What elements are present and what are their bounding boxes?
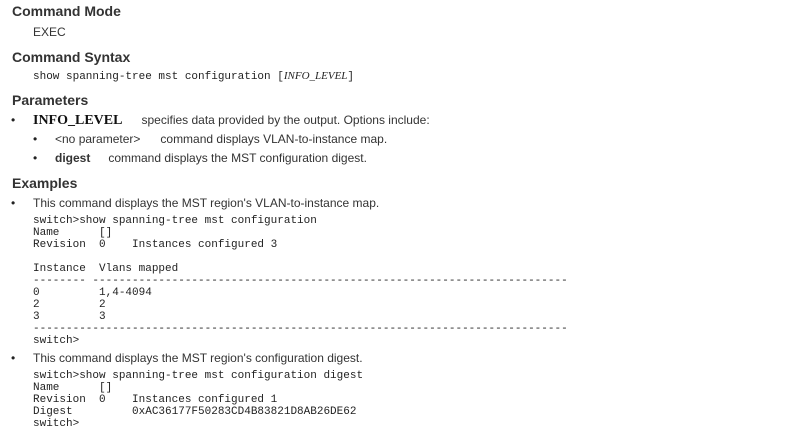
option-description: command displays VLAN-to-instance map. [160,132,388,146]
option-description: command displays the MST configuration d… [108,151,367,165]
examples-heading: Examples [12,175,78,191]
command-syntax: show spanning-tree mst configuration [IN… [33,70,354,83]
syntax-close: ] [347,71,355,83]
bullet-icon: • [33,151,38,165]
example-code-block: switch>show spanning-tree mst configurat… [33,215,568,347]
syntax-param: INFO_LEVEL [283,70,348,82]
command-syntax-heading: Command Syntax [12,49,131,65]
parameter-description: specifies data provided by the output. O… [141,113,430,127]
parameter-name: INFO_LEVEL [33,113,123,128]
bullet-icon: • [33,132,38,146]
example-code-block: switch>show spanning-tree mst configurat… [33,370,364,430]
bullet-icon: • [11,351,16,365]
parameter-item: INFO_LEVEL specifies data provided by the… [33,112,430,129]
option-item: digest command displays the MST configura… [55,151,367,165]
command-mode-heading: Command Mode [12,3,121,19]
example-description: This command displays the MST region's V… [33,196,380,210]
syntax-command: show spanning-tree mst configuration [ [33,71,284,83]
parameters-heading: Parameters [12,92,89,108]
bullet-icon: • [11,113,16,127]
option-name: <no parameter> [55,132,141,146]
option-item: <no parameter> command displays VLAN-to-i… [55,132,387,146]
example-description: This command displays the MST region's c… [33,351,363,365]
option-name: digest [55,151,91,165]
command-mode-value: EXEC [33,25,66,39]
bullet-icon: • [11,196,16,210]
